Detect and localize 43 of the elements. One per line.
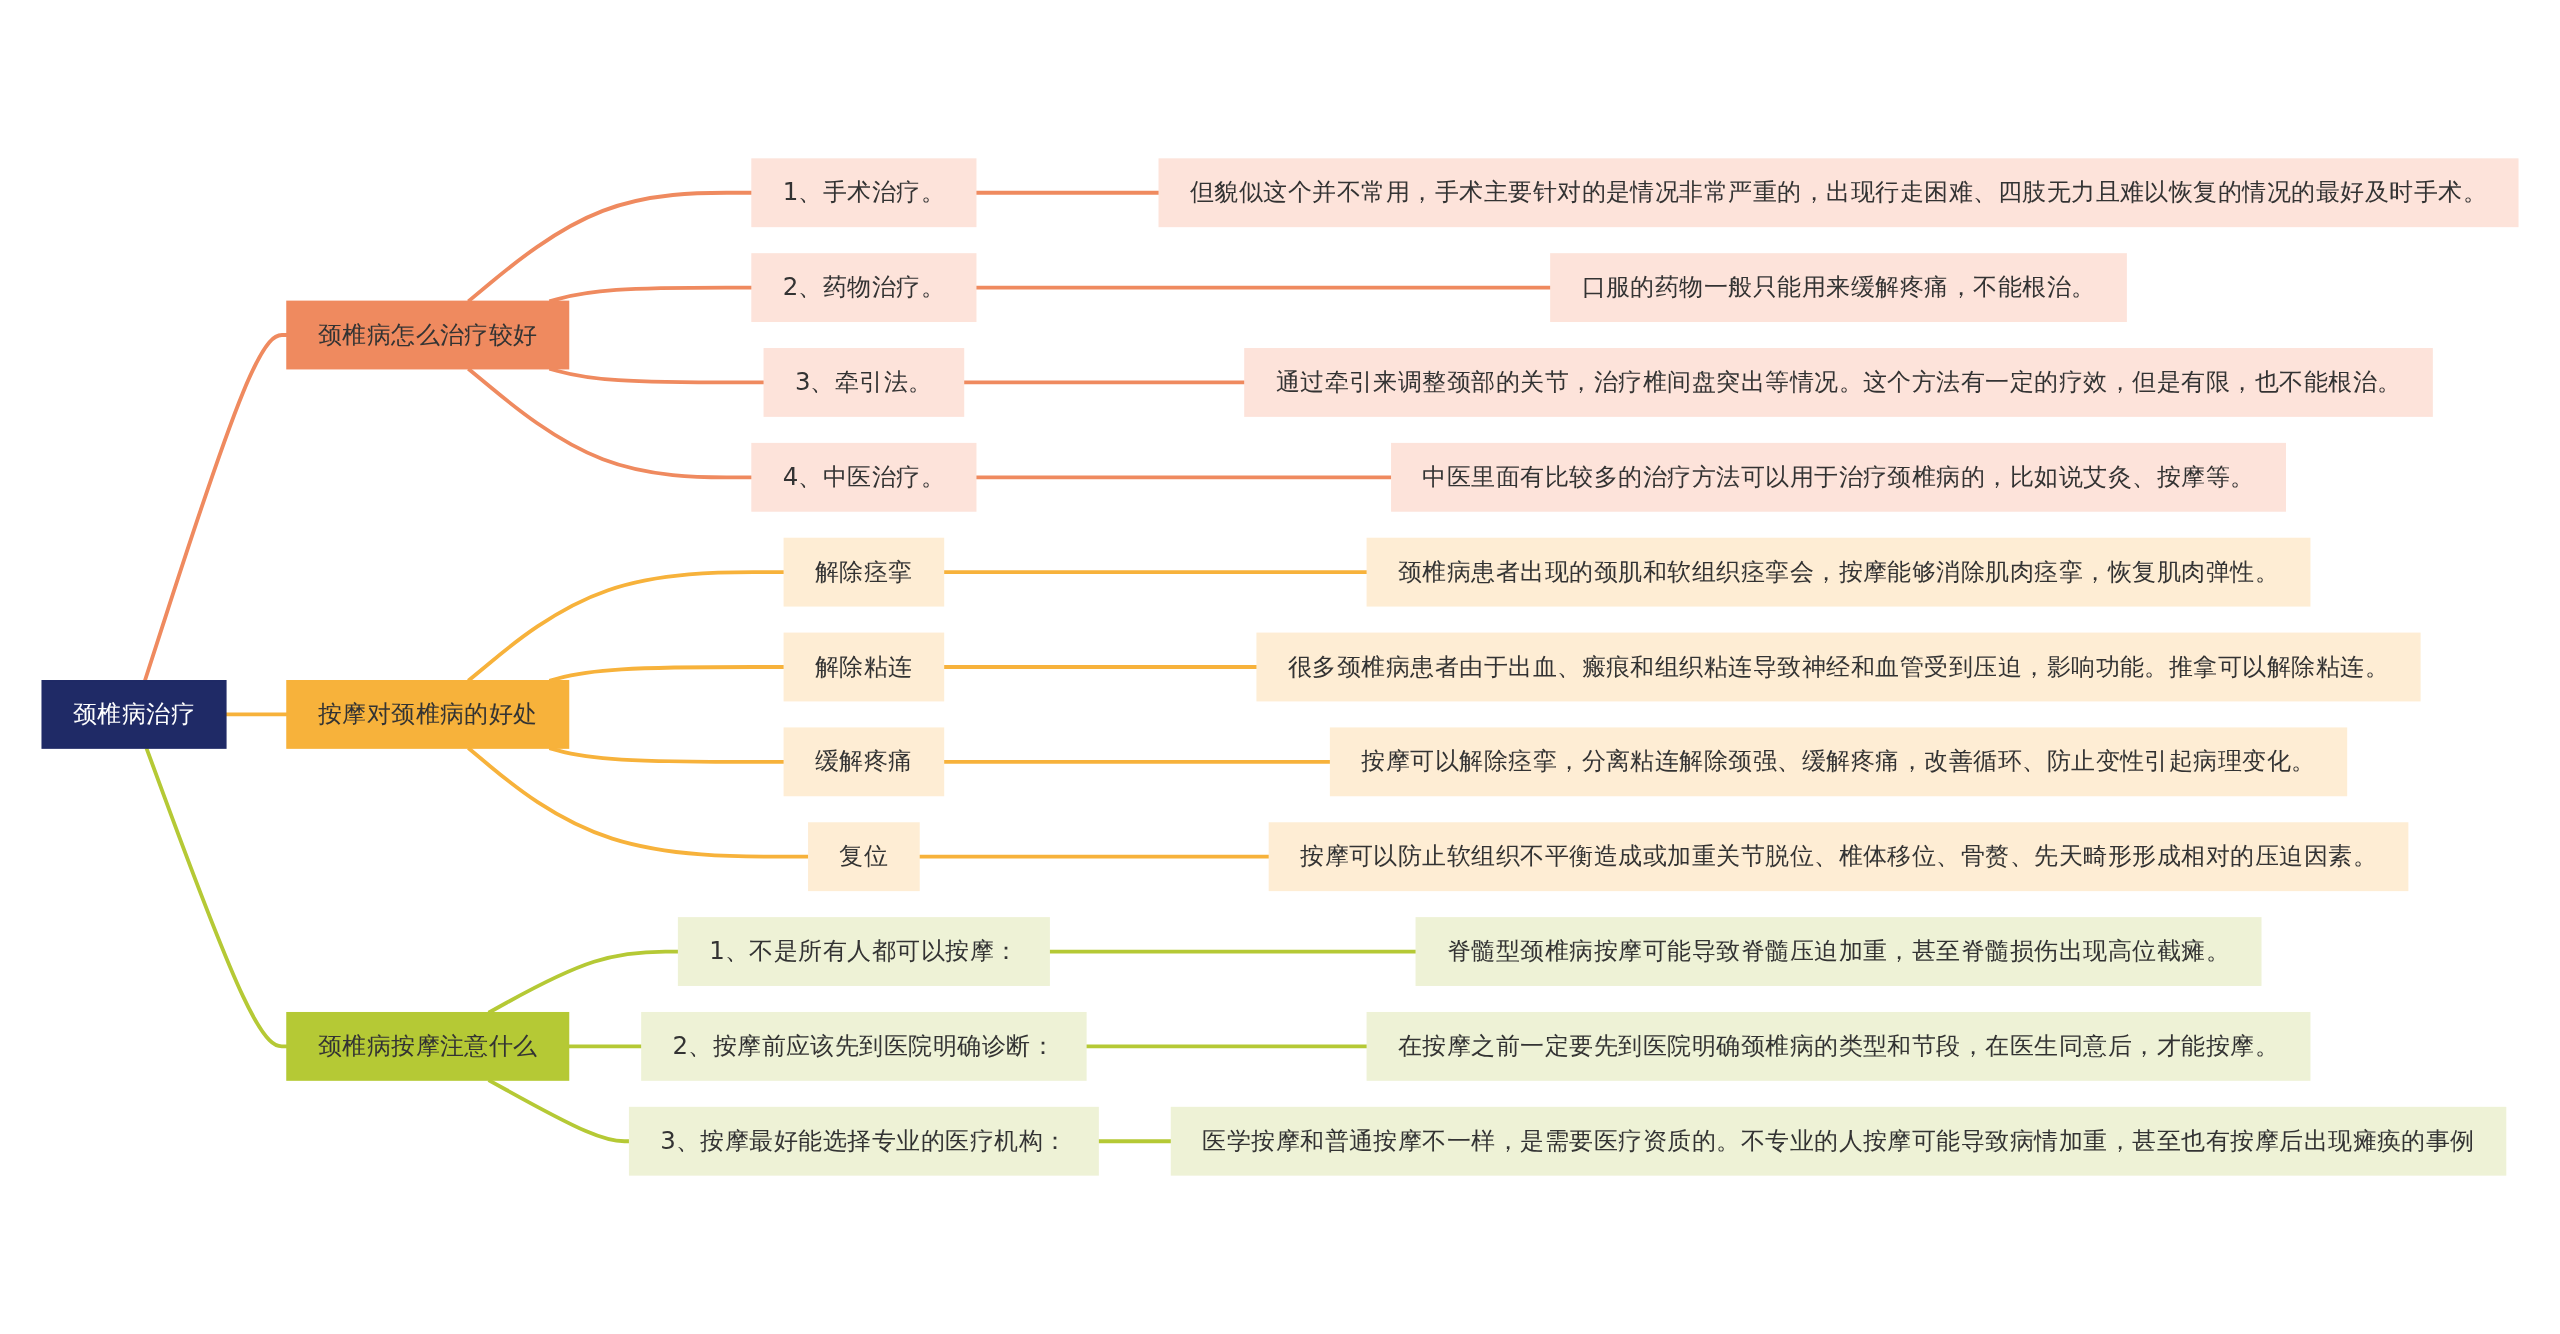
node-box: 颈椎病患者出现的颈肌和软组织痉挛会，按摩能够消除肌肉痉挛，恢复肌肉弹性。 xyxy=(1366,537,2311,607)
node-box: 按摩对颈椎病的好处 xyxy=(286,680,570,749)
connector xyxy=(143,333,287,682)
connector xyxy=(975,285,1551,290)
node-box: 1、手术治疗。 xyxy=(751,158,977,228)
connector xyxy=(943,570,1368,575)
node-box: 但貌似这个并不常用，手术主要针对的是情况非常严重的，出现行走困难、四肢无力且难以恢复的情况的最好及时手术。 xyxy=(1158,158,2519,228)
connector xyxy=(225,712,287,717)
node-box: 按摩可以防止软组织不平衡造成或加重关节脱位、椎体移位、骨赘、先天畸形形成相对的压迫因素。 xyxy=(1268,822,2409,892)
connector xyxy=(144,747,287,1049)
connector xyxy=(918,854,1270,859)
node-box: 很多颈椎病患者由于出血、瘢痕和组织粘连导致神经和血管受到压迫，影响功能。推拿可以解除粘连。 xyxy=(1256,632,2421,702)
connector xyxy=(975,475,1392,480)
node-box: 中医里面有比较多的治疗方法可以用于治疗颈椎病的，比如说艾灸、按摩等。 xyxy=(1391,442,2286,512)
node-box: 脊髓型颈椎病按摩可能导致脊髓压迫加重，甚至脊髓损伤出现高位截瘫。 xyxy=(1415,917,2262,986)
connector xyxy=(568,1044,642,1049)
node-box: 颈椎病怎么治疗较好 xyxy=(286,300,570,370)
node-box: 3、牵引法。 xyxy=(763,348,965,417)
node-box: 解除粘连 xyxy=(783,632,945,702)
node-box: 通过牵引来调整颈部的关节，治疗椎间盘突出等情况。这个方法有一定的疗效，但是有限，也不能根治。 xyxy=(1244,348,2433,417)
node-box: 4、中医治疗。 xyxy=(751,442,977,512)
node-box: 医学按摩和普通按摩不一样，是需要医疗资质的。不专业的人按摩可能导致病情加重，甚至也有按摩后出现瘫痪的事例 xyxy=(1170,1106,2507,1176)
connector xyxy=(975,190,1160,195)
connector xyxy=(1098,1139,1172,1144)
node-box: 缓解疼痛 xyxy=(783,727,945,797)
node-box: 颈椎病按摩注意什么 xyxy=(286,1011,570,1081)
node-box: 解除痉挛 xyxy=(783,537,945,607)
node-box: 口服的药物一般只能用来缓解疼痛，不能根治。 xyxy=(1550,253,2127,323)
connector xyxy=(1085,1044,1368,1049)
connector xyxy=(467,367,753,480)
node-box: 复位 xyxy=(808,822,920,892)
node-box: 1、不是所有人都可以按摩： xyxy=(677,917,1050,986)
connector xyxy=(943,665,1258,669)
node-box: 按摩可以解除痉挛，分离粘连解除颈强、缓解疼痛，改善循环、防止变性引起病理变化。 xyxy=(1329,727,2348,797)
connector xyxy=(943,759,1331,764)
connector xyxy=(963,380,1245,385)
node-box: 在按摩之前一定要先到医院明确颈椎病的类型和节段，在医生同意后，才能按摩。 xyxy=(1366,1011,2311,1081)
connector xyxy=(467,190,753,303)
node-box: 3、按摩最好能选择专业的医疗机构： xyxy=(628,1106,1099,1176)
node-box: 2、按摩前应该先到医院明确诊断： xyxy=(641,1011,1087,1081)
node-box: 颈椎病治疗 xyxy=(41,680,227,749)
connector xyxy=(1049,949,1417,954)
node-box: 2、药物治疗。 xyxy=(751,253,977,323)
